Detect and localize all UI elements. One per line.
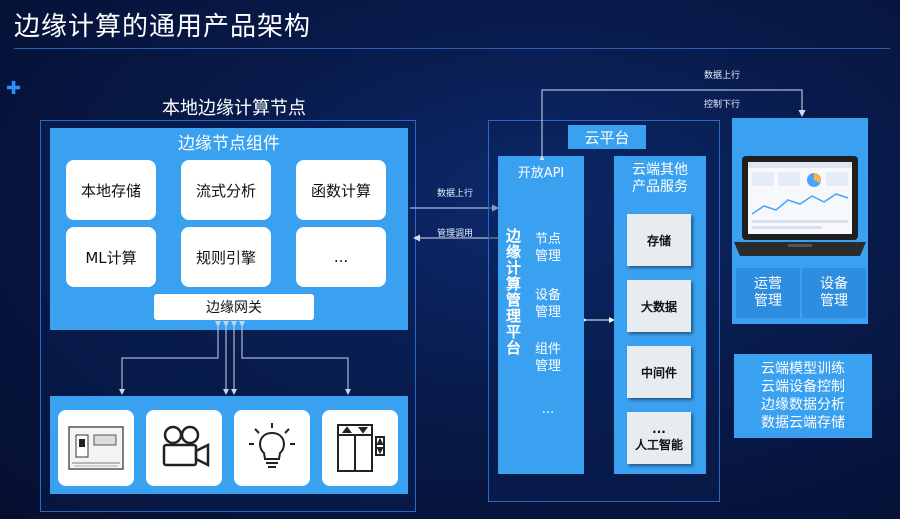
features-box: 云端模型训练 云端设备控制 边缘数据分析 数据云端存储 — [734, 354, 872, 438]
device-mgmt-button: 设备 管理 — [802, 268, 866, 318]
elevator-icon — [322, 410, 398, 486]
column-connector — [584, 314, 616, 326]
node-mgmt-label: 节点 管理 — [528, 230, 568, 268]
service-storage: 存储 — [627, 214, 691, 266]
edge-gateway: 边缘网关 — [154, 294, 314, 320]
ops-mgmt-button: 运营 管理 — [736, 268, 800, 318]
device-mgmt-label: 设备 管理 — [528, 286, 568, 324]
open-api-label: 开放API — [498, 160, 584, 182]
other-services-title: 云端其他 产品服务 — [614, 158, 706, 200]
camera-icon — [146, 410, 222, 486]
feature-item: 云端设备控制 — [734, 378, 872, 396]
edge-mgmt-platform-title: 边缘计算管理平台 — [503, 228, 524, 388]
feature-item: 数据云端存储 — [734, 414, 872, 432]
laptop-icon — [734, 154, 866, 264]
gateway-device-connectors — [40, 320, 414, 400]
component-more: ... — [296, 227, 386, 287]
lightbulb-icon — [234, 410, 310, 486]
component-function-compute: 函数计算 — [296, 160, 386, 220]
label-top-control-down: 控制下行 — [704, 97, 740, 110]
page-title: 边缘计算的通用产品架构 — [14, 6, 311, 43]
service-big-data: 大数据 — [627, 280, 691, 332]
local-node-label: 本地边缘计算节点 — [162, 94, 306, 120]
power-meter-icon — [58, 410, 134, 486]
component-rule-engine: 规则引擎 — [181, 227, 271, 287]
component-ml-compute: ML计算 — [66, 227, 156, 287]
feature-item: 云端模型训练 — [734, 360, 872, 378]
edge-components-title: 边缘节点组件 — [50, 128, 408, 154]
component-stream-analysis: 流式分析 — [181, 160, 271, 220]
component-local-storage: 本地存储 — [66, 160, 156, 220]
feature-item: 边缘数据分析 — [734, 396, 872, 414]
label-top-data-up: 数据上行 — [704, 68, 740, 81]
service-middleware: 中间件 — [627, 346, 691, 398]
component-mgmt-label: 组件 管理 — [528, 340, 568, 378]
mgmt-more-label: ... — [528, 398, 568, 420]
plus-icon: ✚ — [6, 78, 21, 99]
service-ai: ... 人工智能 — [627, 412, 691, 464]
label-data-up: 数据上行 — [437, 186, 473, 199]
title-divider — [14, 48, 890, 49]
